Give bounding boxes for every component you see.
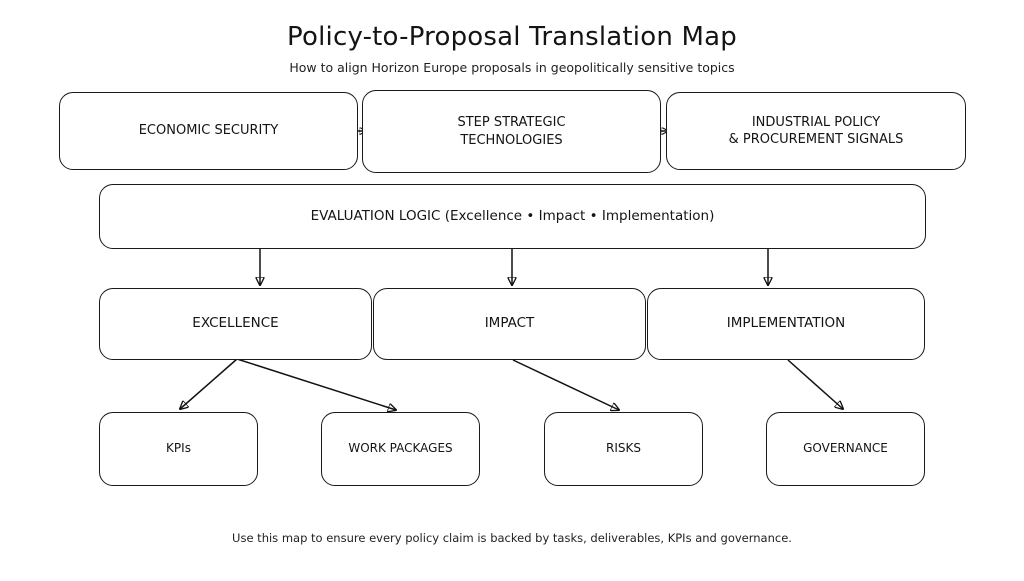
node-label: ECONOMIC SECURITY <box>138 123 279 139</box>
node-economic-security[interactable]: ECONOMIC SECURITY <box>59 92 358 170</box>
node-label: KPIs <box>166 441 191 456</box>
node-risks[interactable]: RISKS <box>544 412 703 486</box>
edge-excellence-to-kpis <box>180 358 238 409</box>
node-governance[interactable]: GOVERNANCE <box>766 412 925 486</box>
node-label: IMPACT <box>484 315 535 332</box>
node-label: WORK PACKAGES <box>348 441 453 456</box>
node-label: INDUSTRIAL POLICY & PROCUREMENT SIGNALS <box>728 114 904 147</box>
edge-impact-to-risks <box>512 359 619 410</box>
node-excellence[interactable]: EXCELLENCE <box>99 288 372 360</box>
node-label: EXCELLENCE <box>192 315 279 332</box>
node-label: IMPLEMENTATION <box>726 315 846 332</box>
edge-implementation-to-governance <box>787 359 843 409</box>
node-industrial-policy[interactable]: INDUSTRIAL POLICY & PROCUREMENT SIGNALS <box>666 92 966 170</box>
edge-excellence-to-work-packages <box>236 358 396 410</box>
node-work-packages[interactable]: WORK PACKAGES <box>321 412 480 486</box>
node-label: RISKS <box>606 441 641 456</box>
node-kpis[interactable]: KPIs <box>99 412 258 486</box>
page-title: Policy-to-Proposal Translation Map <box>287 22 737 52</box>
node-label: EVALUATION LOGIC (Excellence • Impact • … <box>310 207 715 224</box>
node-label: GOVERNANCE <box>803 441 888 456</box>
node-impact[interactable]: IMPACT <box>373 288 646 360</box>
node-evaluation-logic[interactable]: EVALUATION LOGIC (Excellence • Impact • … <box>99 184 926 249</box>
footer-note: Use this map to ensure every policy clai… <box>232 531 792 545</box>
node-implementation[interactable]: IMPLEMENTATION <box>647 288 925 360</box>
node-step-strategic-technologies[interactable]: STEP STRATEGIC TECHNOLOGIES <box>362 90 661 173</box>
node-label: STEP STRATEGIC TECHNOLOGIES <box>457 115 566 148</box>
page-subtitle: How to align Horizon Europe proposals in… <box>289 60 735 75</box>
